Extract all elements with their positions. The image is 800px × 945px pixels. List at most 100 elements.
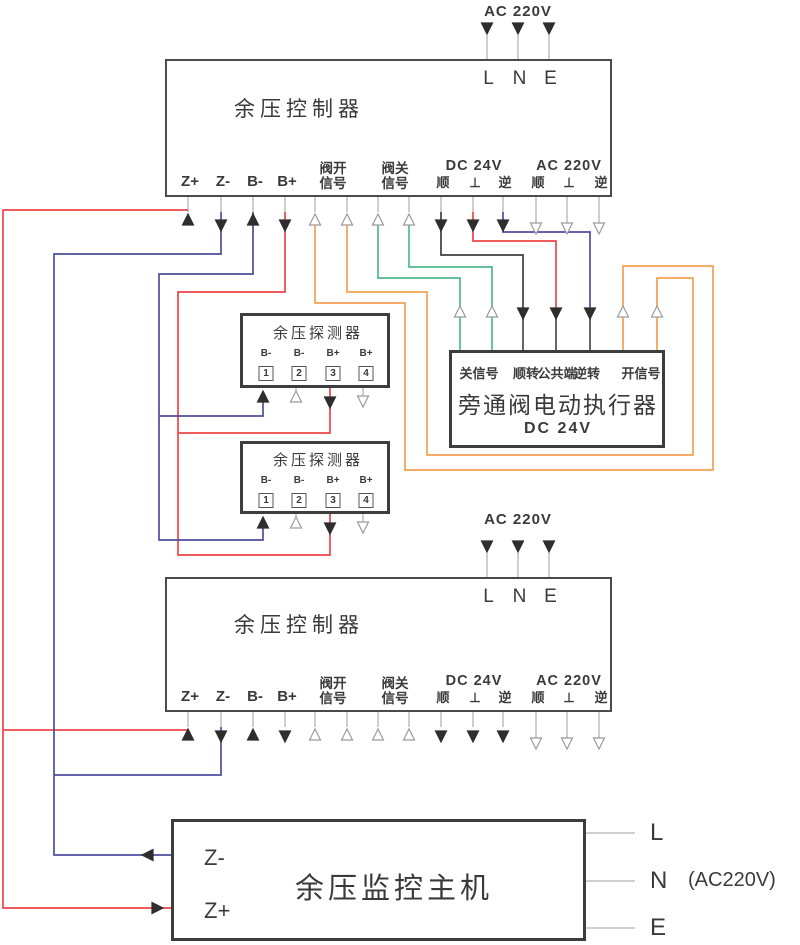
controller1-ac-cw: 顺 [531,175,545,190]
arrow-open-signal [616,304,630,318]
detector1-term3-number: 3 [325,366,341,381]
arrow-valve-signal-2 [371,727,385,741]
actuator-terminal-common: 公共端 [537,366,577,381]
arrow-b-plus [278,219,292,233]
arrow-z-minus-2 [214,730,228,744]
arrow-b-plus-2 [278,730,292,744]
controller1-terminal-z-plus: Z+ [181,173,199,190]
arrow-det2-4 [356,521,370,535]
arrow-close-signal [485,304,499,318]
arrow-dc24v [434,219,448,233]
controller2-title: 余压控制器 [234,614,364,637]
arrow-dc24v [466,219,480,233]
ac-power-arrow-ctrl2 [480,540,494,554]
controller1-terminal-b-minus: B- [247,173,263,190]
arrow-host-z-plus [151,901,165,915]
actuator-terminal-ccw: 逆转 [573,366,601,381]
wire-dc-common [472,212,557,319]
arrow-det1-1 [256,389,270,403]
controller1-terminal-valve-open: 阀开 信号 [319,161,347,192]
controller2-terminal-b-minus: B- [247,688,263,705]
arrow-det2-1 [256,515,270,529]
ac-power-arrow-ctrl2 [542,540,556,554]
valve-open-line1: 阀开 [319,676,347,692]
controller1-dc-com: ⊥ [469,175,481,190]
ac-power-arrow-ctrl1 [511,22,525,36]
controller2-ac-ccw: 逆 [594,690,608,705]
arrow-dc24v-2 [466,730,480,744]
detector2-term1-label: B- [260,475,272,486]
valve-open-line1: 阀开 [319,161,347,177]
controller2-terminal-z-plus: Z+ [181,688,199,705]
actuator-terminal-open-signal: 开信号 [621,366,661,381]
valve-close-line1: 阀关 [381,676,409,692]
host-title: 余压监控主机 [294,873,494,905]
actuator-title: 旁通阀电动执行器 [458,392,658,418]
arrow-ac220v [529,222,543,236]
arrow-close-signal [453,304,467,318]
detector2-title: 余压探测器 [272,452,364,469]
controller2-ac-com: ⊥ [563,690,575,705]
arrow-actuator-power [516,307,530,321]
detector1-box: 余压探测器 B- B- B+ B+ 1 2 3 4 [240,313,390,388]
wire-valve-open-1 [314,222,714,471]
ac-power-label-top-2: AC 220V [484,511,552,528]
controller1-terminal-valve-close: 阀关 信号 [381,161,409,192]
actuator-voltage: DC 24V [523,420,593,437]
detector1-term4-label: B+ [359,348,373,359]
controller1-dc-cw: 顺 [436,175,450,190]
valve-close-line2: 信号 [381,691,409,707]
arrow-det1-4 [356,395,370,409]
arrow-b-minus-2 [246,727,260,741]
controller2-dc-ccw: 逆 [498,690,512,705]
arrow-z-minus [214,219,228,233]
arrow-ac220v-2 [529,737,543,751]
host-power-n: N [650,867,668,894]
detector2-box: 余压探测器 B- B- B+ B+ 1 2 3 4 [240,441,390,514]
detector1-term4-number: 4 [358,366,374,381]
controller2-dc-cw: 顺 [436,690,450,705]
detector2-term3-label: B+ [326,475,340,486]
arrow-valve-signal-2 [402,727,416,741]
host-power-e: E [650,914,667,941]
controller1-terminal-l: L [483,68,495,89]
wire-z-plus-bus [2,209,188,909]
wire-b-minus-chain [158,212,264,541]
arrow-valve-signal [340,212,354,226]
controller1-terminal-z-minus: Z- [215,173,231,190]
controller1-box: 余压控制器 L N E Z+ Z- B- B+ 阀开 信号 阀关 信号 DC 2… [165,59,612,197]
detector2-term2-number: 2 [291,493,307,508]
detector2-term1-number: 1 [258,493,274,508]
controller2-ac220v-label: AC 220V [536,673,602,689]
arrow-actuator-power [583,307,597,321]
actuator-terminal-close-signal: 关信号 [459,366,499,381]
controller1-terminal-n: N [512,68,528,89]
wire-b-plus-det1 [178,388,331,434]
detector1-term1-number: 1 [258,366,274,381]
actuator-terminal-cw: 顺转 [512,366,540,381]
controller2-dc24v-label: DC 24V [445,673,503,689]
controller2-terminal-e: E [544,586,558,607]
detector2-term4-number: 4 [358,493,374,508]
controller2-ac-cw: 顺 [531,690,545,705]
host-power-note: (AC220V) [688,869,776,891]
arrow-det1-2 [289,389,303,403]
ac-power-label-top-1: AC 220V [484,3,552,20]
controller2-box: 余压控制器 L N E Z+ Z- B- B+ 阀开 信号 阀关 信号 DC 2… [165,577,612,712]
controller1-title: 余压控制器 [234,98,364,121]
wire-valve-open-2 [346,222,694,456]
arrow-det2-2 [289,515,303,529]
ac-power-arrow-ctrl1 [480,22,494,36]
wire-z-minus-bus [53,212,222,856]
arrow-det2-3 [323,522,337,536]
controller1-dc-ccw: 逆 [498,175,512,190]
arrow-dc24v-2 [496,730,510,744]
valve-close-line2: 信号 [381,176,409,192]
valve-open-line2: 信号 [319,176,347,192]
valve-close-line1: 阀关 [381,161,409,177]
detector1-term2-label: B- [293,348,305,359]
wire-z-minus-ctrl2 [54,727,222,776]
arrow-z-plus-2 [181,727,195,741]
